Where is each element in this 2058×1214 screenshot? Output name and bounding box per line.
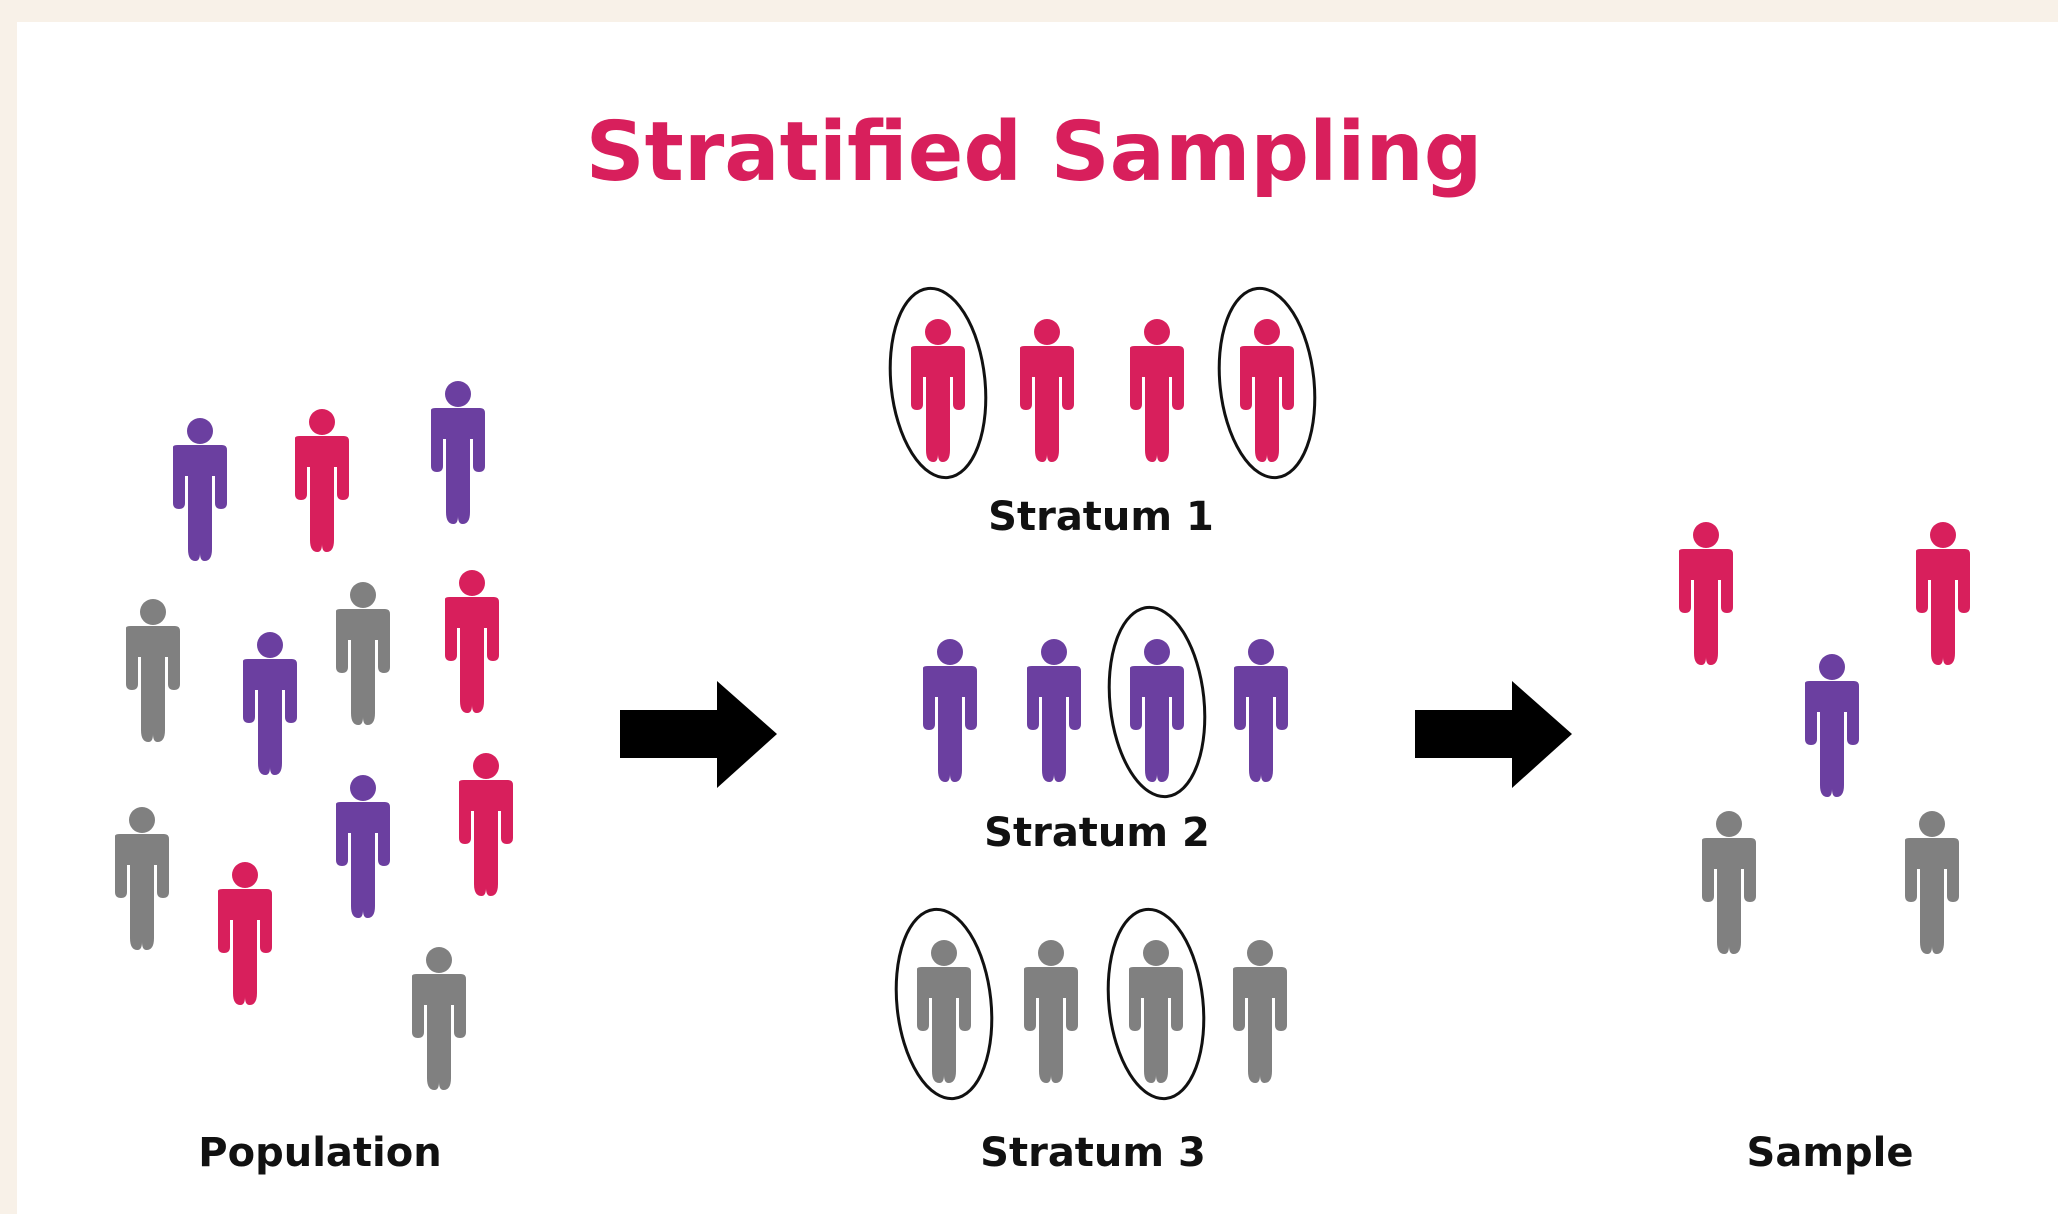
population-person — [295, 409, 349, 552]
sample-label: Sample — [1747, 1130, 1914, 1176]
sample-people — [1679, 522, 1970, 954]
diagram-title: Stratified Sampling — [586, 105, 1483, 200]
population-person — [173, 418, 227, 561]
stratum-3-person — [917, 940, 971, 1083]
stratum-2-person — [923, 639, 977, 782]
population-person — [445, 570, 499, 713]
stratum-3-person — [1024, 940, 1078, 1083]
population-person — [243, 632, 297, 775]
stratum-1-group: Stratum 1 — [888, 286, 1317, 540]
sample-person — [1679, 522, 1733, 665]
population-person — [115, 807, 169, 950]
population-person — [336, 582, 390, 725]
stratum-3-label: Stratum 3 — [980, 1130, 1206, 1176]
diagram-canvas: Stratified Sampling Population — [17, 22, 2058, 1214]
stratum-2-person — [1027, 639, 1081, 782]
sample-group: Sample — [1679, 522, 1970, 1176]
selection-ellipse-icon — [1107, 605, 1207, 799]
stratum-2-group: Stratum 2 — [923, 605, 1288, 856]
selection-ellipse-icon — [894, 907, 994, 1101]
arrow-right-icon — [620, 681, 777, 788]
stratum-1-person — [1130, 319, 1184, 462]
selection-ellipse-icon — [1106, 907, 1206, 1101]
population-person — [126, 599, 180, 742]
stratum-2-person — [1130, 639, 1184, 782]
population-label: Population — [198, 1130, 441, 1176]
stratum-3-person — [1129, 940, 1183, 1083]
population-person — [431, 381, 485, 524]
population-people — [115, 381, 513, 1090]
stratified-sampling-diagram: Stratified Sampling Population — [115, 105, 1970, 1176]
arrow-right-icon — [1415, 681, 1572, 788]
stratum-1-person — [1020, 319, 1074, 462]
stratum-3-group: Stratum 3 — [894, 907, 1287, 1176]
population-person — [218, 862, 272, 1005]
stratum-1-label: Stratum 1 — [988, 494, 1214, 540]
stratum-3-person — [1233, 940, 1287, 1083]
selection-ellipse-icon — [888, 286, 988, 480]
sample-person — [1916, 522, 1970, 665]
stratum-2-label: Stratum 2 — [984, 810, 1210, 856]
sample-person — [1702, 811, 1756, 954]
sample-person — [1805, 654, 1859, 797]
stratum-2-person — [1234, 639, 1288, 782]
population-person — [412, 947, 466, 1090]
population-person — [459, 753, 513, 896]
population-person — [336, 775, 390, 918]
stratum-1-person — [1240, 319, 1294, 462]
population-group: Population — [115, 381, 513, 1176]
sample-person — [1905, 811, 1959, 954]
stratum-1-person — [911, 319, 965, 462]
selection-ellipse-icon — [1217, 286, 1317, 480]
